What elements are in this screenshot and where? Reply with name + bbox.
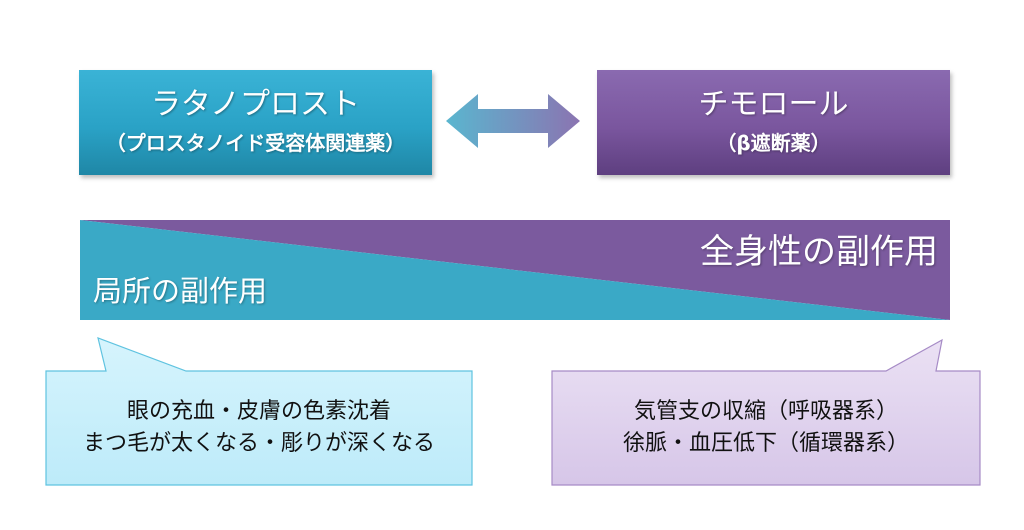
double-arrow-icon [446,94,580,148]
systemic-side-effect-line: 気管支の収縮（呼吸器系） [633,399,898,424]
timolol-name: チモロール [698,87,849,122]
timolol-box: チモロール （β遮断薬） [597,70,950,175]
timolol-category: （β遮断薬） [716,131,831,155]
local-side-effects-list: 眼の充血・皮膚の色素沈着 まつ毛が太くなる・彫りが深くなる [46,396,472,460]
latanoprost-box: ラタノプロスト （プロスタノイド受容体関連薬） [79,70,432,175]
systemic-side-effect-line: 徐脈・血圧低下（循環器系） [622,431,909,456]
systemic-side-effects-list: 気管支の収縮（呼吸器系） 徐脈・血圧低下（循環器系） [552,396,980,460]
latanoprost-name: ラタノプロスト [150,87,361,122]
latanoprost-category: （プロスタノイド受容体関連薬） [105,131,406,155]
local-side-effect-line: まつ毛が太くなる・彫りが深くなる [82,431,435,456]
systemic-side-effect-label: 全身性の副作用 [700,232,938,272]
local-side-effect-band [80,220,950,320]
local-side-effect-line: 眼の充血・皮膚の色素沈着 [126,399,391,424]
local-side-effect-label: 局所の副作用 [93,274,268,308]
local-side-effects-callout [45,337,473,486]
systemic-side-effects-callout [551,338,981,486]
